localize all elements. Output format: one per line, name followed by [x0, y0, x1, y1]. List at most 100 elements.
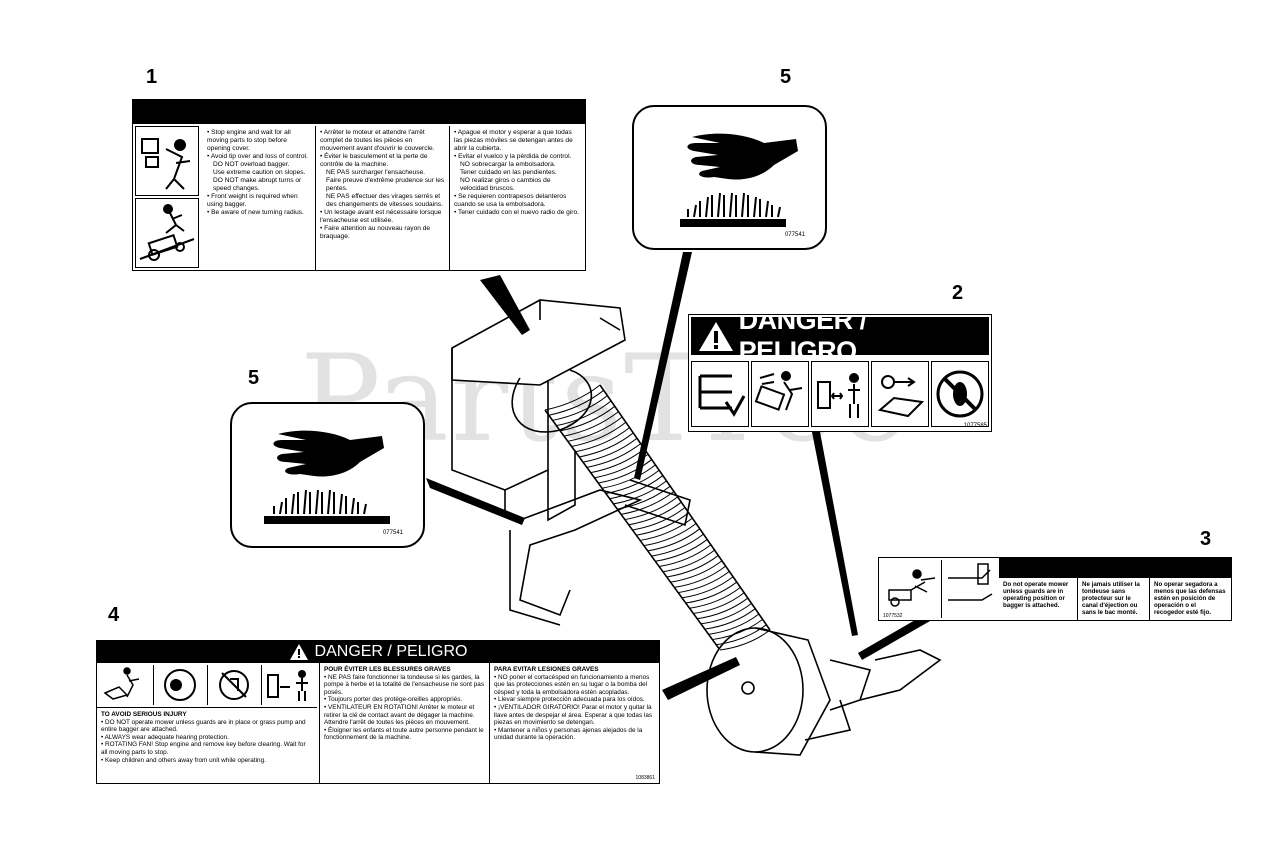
fan-hazard-icon — [751, 361, 809, 427]
hose-ring — [605, 469, 660, 494]
label1-es-line: NO sobrecargar la embolsadora. — [460, 161, 556, 168]
hose-ring — [575, 427, 630, 453]
hose-corrugations — [544, 384, 771, 651]
hose-ring — [556, 400, 612, 427]
hose-ring — [636, 512, 690, 536]
label3-code: 1077532 — [883, 613, 903, 619]
hose-ring — [598, 459, 653, 484]
hose-ring — [704, 608, 756, 630]
label4-en-line: • ROTATING FAN! Stop engine and remove k… — [101, 741, 306, 756]
callout-5-left: 5 — [248, 367, 260, 389]
label4-es-line: • ¡VENTILADOR GIRATORIO! Parar el motor … — [494, 703, 653, 727]
hose-ring — [670, 560, 723, 583]
no-foot-icon — [931, 361, 989, 427]
hose-ring — [681, 576, 734, 599]
callout-4: 4 — [108, 604, 120, 626]
hose-ring — [708, 613, 760, 635]
hose-ring — [643, 523, 697, 547]
hose-ring — [624, 496, 678, 521]
hose-ring — [659, 544, 712, 568]
hose-ring — [544, 384, 601, 411]
label1-fr-line: NE PAS effectuer des virages serrés et d… — [326, 193, 443, 208]
hand-label-code: 077541 — [784, 232, 805, 238]
warning-label-3: Do not operate mower unless guards are i… — [878, 557, 1232, 621]
hose-ring — [700, 602, 752, 625]
hose-ring — [685, 581, 738, 604]
hose-ring — [674, 565, 726, 588]
hose-ring — [693, 592, 745, 614]
label4-en-line: • DO NOT operate mower unless guards are… — [101, 718, 306, 734]
warning-triangle-icon — [699, 322, 733, 351]
danger-header: DANGER / PELIGRO — [691, 315, 989, 366]
label1-en-line: DO NOT overload bagger. — [213, 161, 290, 168]
label1-spanish-column: • Apague el motor y esperar a que todas … — [449, 126, 583, 270]
label4-fr-line: • NE PAS faire fonctionner la tondeuse s… — [324, 673, 485, 696]
label3-spanish-text: No operar segadora a menos que las defen… — [1149, 578, 1231, 620]
label4-es-line: • Llevar siempre protección adecuada par… — [494, 696, 645, 704]
danger-header: DANGER / PELIGRO — [97, 641, 659, 663]
label4-english-section: TO AVOID SERIOUS INJURY • DO NOT operate… — [97, 707, 317, 783]
label1-en-line: • Be aware of new turning radius. — [207, 209, 304, 216]
hose-ring — [719, 629, 771, 651]
keep-away-icon — [261, 665, 317, 705]
hand-blade-label-left: 077541 — [230, 402, 425, 548]
label3-english-text: Do not operate mower unless guards are i… — [1003, 581, 1069, 609]
guard-attached-icon — [941, 560, 997, 618]
danger-label-4: DANGER / PELIGRO TO AVOID SERIOUS INJURY… — [96, 640, 660, 784]
callout-1: 1 — [146, 66, 158, 88]
label1-es-line: Tener cuidado en las pendientes. — [460, 169, 557, 176]
hose-ring — [716, 624, 767, 646]
hose-ring — [567, 416, 623, 442]
hand-label-code: 077541 — [382, 530, 403, 536]
hose-ring — [689, 586, 741, 609]
hose-ring — [651, 533, 704, 557]
hose-ring — [609, 475, 664, 500]
hose-ring — [662, 549, 715, 573]
hearing-protection-icon — [153, 665, 205, 705]
label4-fr-line: • Éloigner les enfants et toute autre pe… — [324, 726, 484, 742]
hose-ring — [640, 517, 693, 541]
hand-cut-hazard-icon — [264, 430, 390, 524]
label1-es-line: • Apague el motor y esperar a que todas … — [454, 129, 573, 152]
hose-ring — [586, 443, 641, 468]
label4-fr-line: • Toujours porter des protège-oreilles a… — [324, 696, 463, 704]
label1-fr-line: • Éviter le basculement et la perte de c… — [320, 153, 428, 168]
hose-ring — [632, 507, 686, 531]
label1-en-line: • Stop engine and wait for all moving pa… — [207, 129, 291, 152]
label1-fr-line: NE PAS surcharger l'ensacheuse. — [326, 169, 425, 176]
hose-ring — [601, 464, 656, 489]
label1-es-line: • Evitar el vuelco y la pérdida de contr… — [454, 153, 572, 160]
warning-label-1: • Stop engine and wait for all moving pa… — [132, 99, 586, 271]
label1-fr-line: • Arrêter le moteur et attendre l'arrêt … — [320, 129, 435, 152]
label1-english-column: • Stop engine and wait for all moving pa… — [203, 126, 315, 270]
label4-es-line: • NO poner el cortacésped en funcionamie… — [494, 673, 650, 696]
label2-code: 1077585 — [963, 423, 987, 429]
label1-fr-line: Faire preuve d'extrême prudence sur les … — [326, 177, 445, 192]
open-cover-hazard-icon — [135, 126, 199, 196]
label1-en-line: Use extreme caution on slopes. — [213, 169, 306, 176]
hearing-tube-icon — [691, 361, 749, 427]
hose-ring — [582, 437, 638, 463]
hose-ring — [563, 411, 619, 437]
label4-french-section: POUR ÉVITER LES BLESSURES GRAVES • NE PA… — [319, 663, 489, 783]
hand-cut-hazard-icon — [680, 133, 798, 227]
label1-en-line: • Front weight is required when using ba… — [207, 193, 298, 208]
danger-title: DANGER / PELIGRO — [314, 643, 468, 660]
hose-ring — [712, 618, 763, 641]
label4-es-line: • Mantener a niños y personas ajenas ale… — [494, 726, 643, 742]
label1-french-column: • Arrêter le moteur et attendre l'arrêt … — [315, 126, 449, 270]
hose-ring — [697, 597, 749, 620]
keep-distance-icon — [811, 361, 869, 427]
callout-5-top: 5 — [780, 66, 792, 88]
hose-ring — [655, 539, 708, 562]
label1-es-line: • Se requieren contrapesos delanteros cu… — [454, 193, 567, 208]
label4-en-line: • ALWAYS wear adequate hearing protectio… — [101, 733, 229, 741]
callout-2: 2 — [952, 282, 964, 304]
hose-ring — [579, 432, 634, 458]
label4-code: 1083861 — [635, 775, 655, 781]
remove-key-icon — [871, 361, 929, 427]
label1-en-line: • Avoid tip over and loss of control. — [207, 153, 308, 160]
label-header-bar — [133, 100, 585, 124]
label4-en-line: • Keep children and others away from uni… — [101, 756, 266, 764]
label4-fr-heading: POUR ÉVITER LES BLESSURES GRAVES — [324, 666, 451, 673]
